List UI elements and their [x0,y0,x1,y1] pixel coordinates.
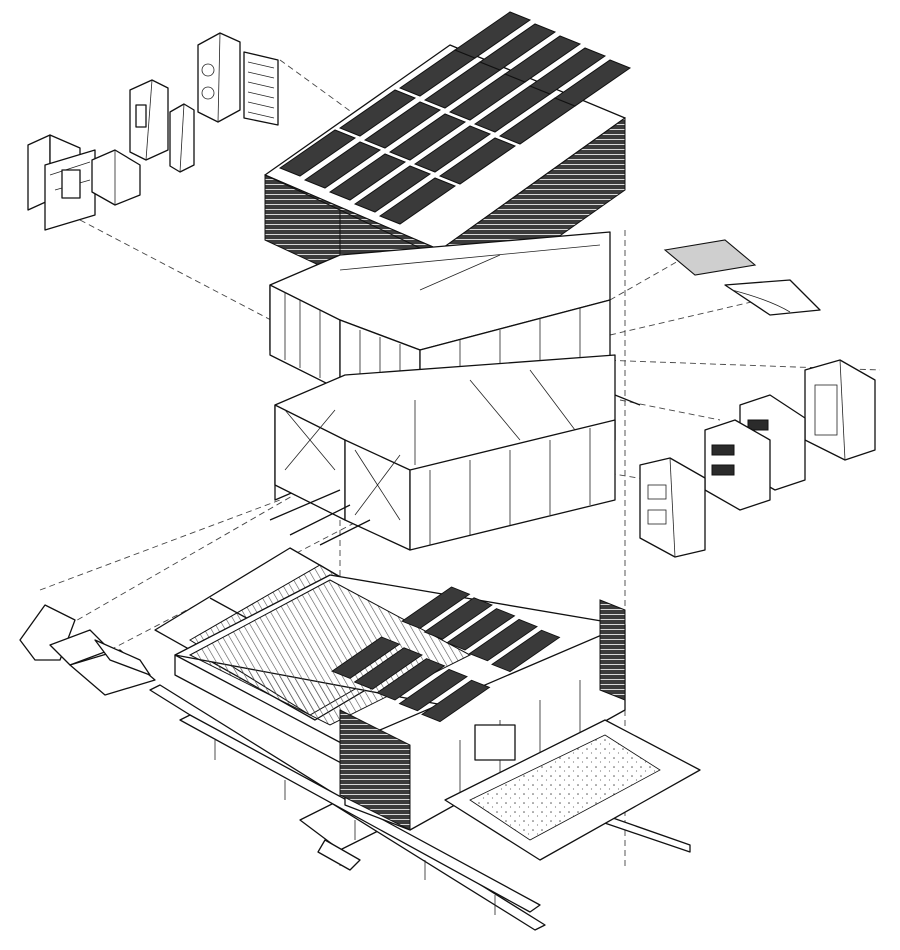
cabinet-modules [639,359,876,558]
roof-solar-array [264,11,632,321]
wall-panel-cladding [243,51,279,126]
assembled-module [174,574,626,831]
kitchen-furniture [27,134,141,231]
foundation-beams [149,684,691,931]
stair-elements [19,604,381,871]
facade-panels [663,239,821,316]
deck-platform [444,719,701,861]
appliance-units [129,32,241,173]
structural-frame [269,354,641,551]
